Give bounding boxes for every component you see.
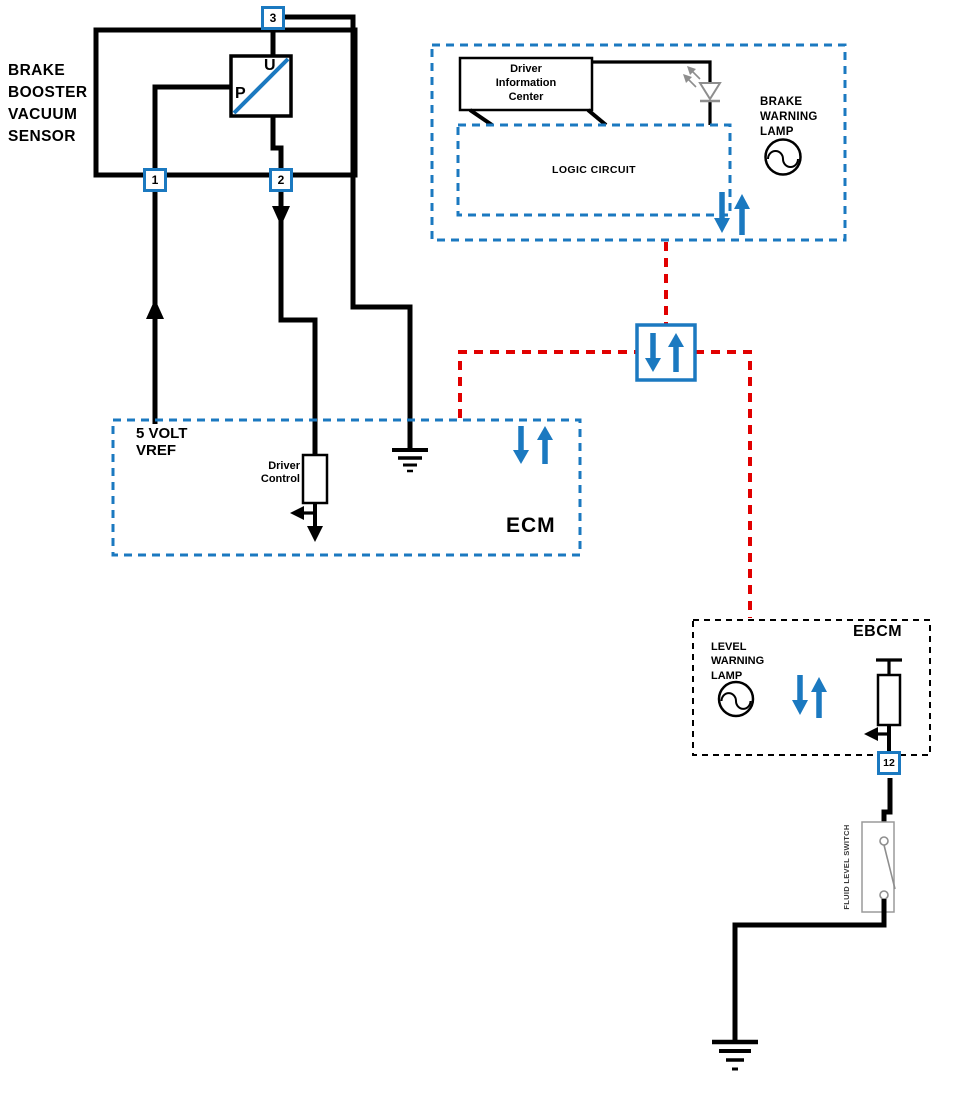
driver-info-center-label: Driver Information Center — [495, 63, 557, 103]
ecm-ground-symbol — [392, 448, 428, 473]
instrument-cluster-box — [430, 43, 847, 242]
sensor-box — [93, 27, 358, 178]
ecm-vref-label: 5 VOLT VREF — [136, 425, 188, 460]
led-circuit — [592, 60, 722, 125]
brake-warning-lamp-label: BRAKE WARNING LAMP — [760, 96, 818, 138]
chassis-ground-symbol — [712, 1039, 758, 1071]
ebcm-lamp-driver — [864, 658, 902, 753]
logic-circuit-label: LOGIC CIRCUIT — [552, 164, 636, 176]
sensor-symbol-letter-p: P — [235, 85, 246, 102]
level-warning-lamp-label: LEVEL WARNING LAMP — [711, 641, 765, 682]
sensor-pin-2: 2 — [269, 168, 293, 192]
serial-data-connector — [635, 323, 697, 382]
driver-control-output-arrows — [290, 503, 323, 542]
down-arrowhead-icon — [272, 206, 290, 226]
up-arrowhead-icon — [146, 299, 164, 319]
sensor-pin-1: 1 — [143, 168, 167, 192]
ecm-serial-arrows-icon — [513, 426, 553, 464]
down-arrowhead-icon — [307, 526, 323, 542]
ecm-name: ECM — [506, 514, 556, 537]
left-arrowhead-icon — [290, 506, 304, 520]
cluster-serial-arrows-icon — [714, 192, 750, 235]
driver-info-center-box — [458, 56, 608, 127]
fluid-level-switch-symbol — [732, 778, 896, 1042]
ecm-box — [111, 418, 582, 557]
sensor-pin1-vref-wire — [146, 84, 231, 424]
brake-warning-lamp-icon — [764, 138, 802, 176]
pressure-sensor-symbol — [229, 54, 293, 118]
fluid-level-switch-label: FLUID LEVEL SWITCH — [842, 824, 851, 910]
ebcm-serial-arrows-icon — [792, 675, 827, 718]
sensor-pin2-signal-wire — [270, 116, 318, 455]
sensor-pin3-ground-wire — [270, 10, 413, 450]
ebcm-box — [692, 619, 931, 756]
left-arrowhead-icon — [864, 727, 878, 741]
ebcm-name: EBCM — [853, 623, 903, 640]
led-icon — [683, 66, 722, 103]
sensor-pin-3: 3 — [261, 6, 285, 30]
sensor-title: BRAKE BOOSTER VACUUM SENSOR — [8, 62, 88, 145]
driver-control-label: Driver Control — [260, 460, 300, 486]
level-warning-lamp-icon — [717, 680, 755, 718]
logic-circuit-box — [456, 123, 732, 217]
serial-data-wires — [458, 242, 752, 618]
sensor-symbol-letter-u: U — [264, 57, 276, 74]
driver-control-resistor — [301, 453, 329, 505]
ebcm-pin-12: 12 — [877, 751, 901, 775]
